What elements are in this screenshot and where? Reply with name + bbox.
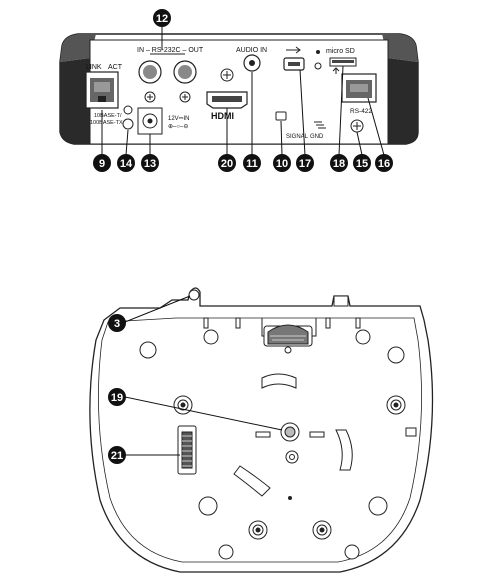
callout-10: 10	[273, 154, 291, 172]
rs232c-in-port	[138, 60, 162, 103]
power-label: 12V⎓IN	[168, 116, 189, 122]
rs422-label: RS-422	[350, 108, 372, 115]
gnd-label: GND	[310, 134, 324, 140]
callout-3: 3	[108, 314, 126, 332]
svg-text:3: 3	[114, 318, 120, 330]
link-label: LINK	[86, 64, 102, 71]
status-led	[123, 105, 133, 115]
latch-mechanism	[261, 318, 317, 354]
callout-21: 21	[108, 446, 126, 464]
power-polarity-label: ⊕–○–⊖	[168, 124, 188, 130]
callout-11: 11	[243, 154, 261, 172]
svg-text:10: 10	[276, 158, 288, 170]
lan-label-line1: 10BASE-T/	[94, 113, 122, 119]
side-connector	[177, 425, 197, 475]
callout-16: 16	[375, 154, 393, 172]
svg-text:13: 13	[144, 158, 156, 170]
screw-boss-left	[173, 395, 193, 415]
usb-port	[283, 46, 305, 71]
hdmi-port	[206, 91, 248, 109]
callout-12: 12	[153, 9, 171, 27]
callout-20: 20	[218, 154, 236, 172]
hdmi-logo: HDMI	[211, 111, 234, 121]
screw-boss-bottom-right	[312, 520, 332, 540]
rs232c-out-port	[173, 60, 197, 103]
ground-terminal	[122, 118, 134, 130]
micro-sd-label: micro SD	[326, 48, 355, 55]
callout-18: 18	[330, 154, 348, 172]
screw-boss-right	[386, 395, 406, 415]
callout-14: 14	[117, 154, 135, 172]
lan-label-line2: 100BASE-TX	[90, 120, 123, 126]
act-label: ACT	[108, 64, 123, 71]
svg-text:11: 11	[246, 158, 258, 170]
rear-panel: LINK ACT 10BASE-T/ 100BASE-TX IN – RS-23…	[59, 33, 419, 145]
svg-text:9: 9	[99, 158, 105, 170]
screw-boss-bottom-left	[248, 520, 268, 540]
callout-19: 19	[108, 388, 126, 406]
svg-text:14: 14	[120, 158, 133, 170]
lan-port	[85, 71, 119, 109]
rs232c-label: IN – RS-232C – OUT	[137, 47, 204, 54]
signal-label: SIGNAL	[286, 134, 309, 140]
dc-in-port	[137, 107, 163, 135]
svg-text:18: 18	[333, 158, 345, 170]
callout-15: 15	[353, 154, 371, 172]
svg-text:19: 19	[111, 392, 123, 404]
svg-text:12: 12	[156, 13, 168, 25]
audio-in-label: AUDIO IN	[236, 47, 267, 54]
base-plate	[89, 287, 434, 573]
svg-text:21: 21	[111, 450, 123, 462]
audio-in-port	[243, 54, 261, 72]
signal-gnd-terminal	[275, 111, 287, 121]
callout-13: 13	[141, 154, 159, 172]
svg-text:20: 20	[221, 158, 233, 170]
callout-17: 17	[296, 154, 314, 172]
svg-text:16: 16	[378, 158, 390, 170]
svg-text:15: 15	[356, 158, 368, 170]
rs422-port	[341, 73, 377, 103]
callout-9: 9	[93, 154, 111, 172]
svg-text:17: 17	[299, 158, 311, 170]
tripod-mount	[255, 422, 325, 464]
